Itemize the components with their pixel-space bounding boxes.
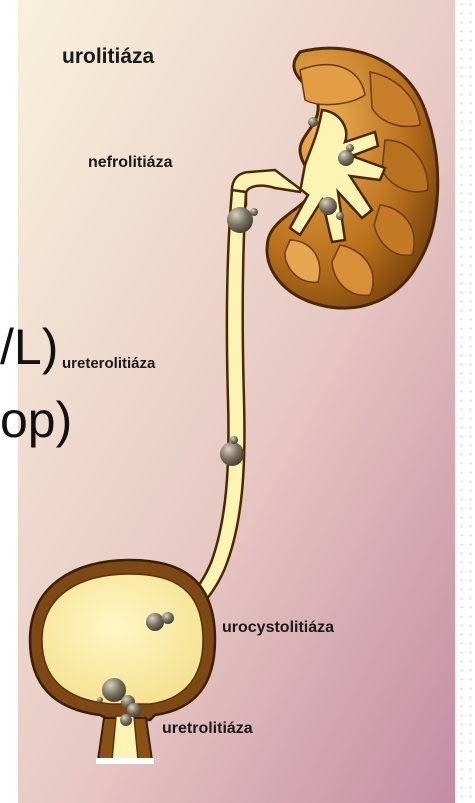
title-label: urolitiáza [62,46,154,67]
ureter-label: ureterolitiáza [62,356,155,371]
background-text-line1: /L) [0,322,58,372]
urethra-label: uretrolitiáza [162,721,253,737]
kidney-label: nefrolitiáza [88,155,172,171]
bladder-label: urocystolitiáza [222,620,334,636]
background-text-line2: op) [0,395,72,445]
